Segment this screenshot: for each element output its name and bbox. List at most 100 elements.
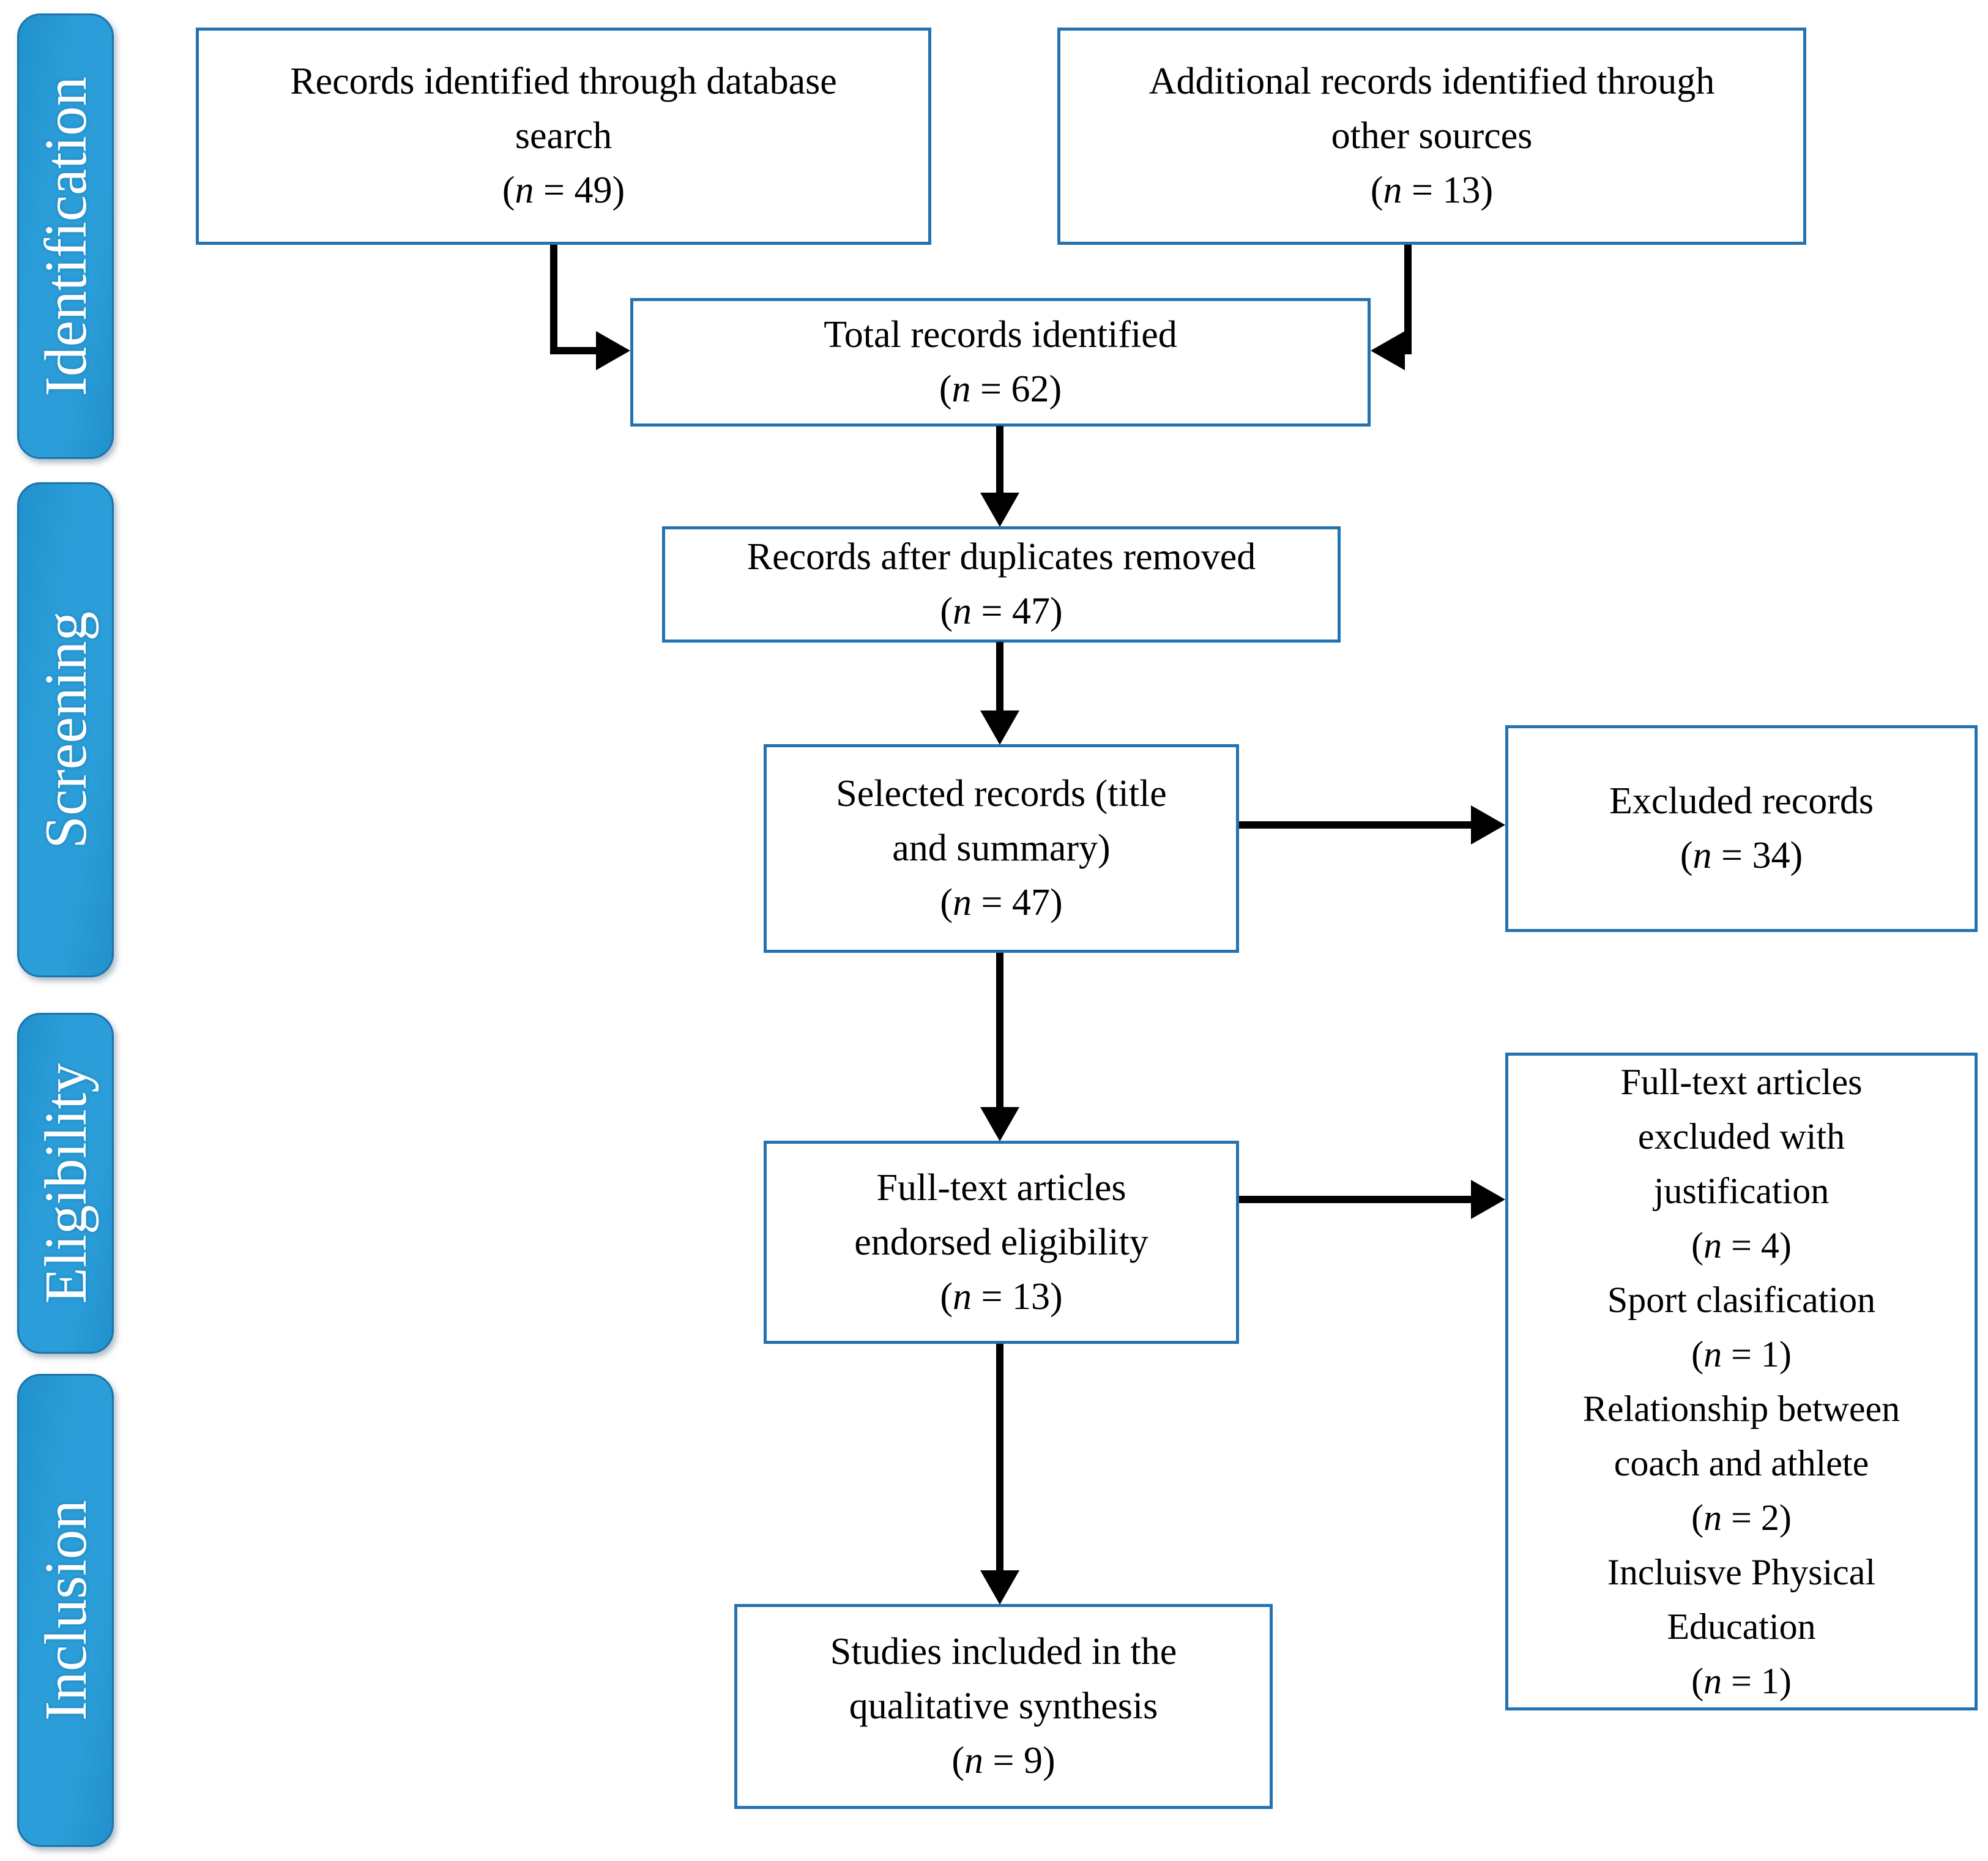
n-open: ( [951, 1740, 965, 1781]
sidebar-stage-screening: Screening [17, 482, 114, 977]
arrow-selected-to-excluded-line [1239, 821, 1473, 829]
arrowhead-down [980, 493, 1019, 527]
box-text-line: Full-text articles [1620, 1061, 1863, 1102]
box-text-line: Studies included in the [830, 1631, 1177, 1673]
n-count: (n = 62) [939, 362, 1062, 417]
n-open: ( [502, 170, 515, 211]
n-open: ( [1691, 1225, 1704, 1266]
box-text-line: Excluded records [1609, 780, 1874, 822]
arrow-fulltext-to-justification-line [1239, 1196, 1473, 1203]
n-open: ( [940, 591, 953, 632]
arrowhead-down [980, 710, 1019, 745]
n-rest: = 47) [972, 591, 1063, 632]
n-var: n [953, 882, 972, 923]
box-studies-included: Studies included in the qualitative synt… [734, 1604, 1273, 1809]
box-text-line: Relationship between [1582, 1388, 1901, 1429]
n-var: n [1383, 170, 1402, 211]
n-count: (n = 49) [502, 163, 625, 218]
box-text-line: Records identified through database [290, 61, 837, 102]
n-open: ( [940, 882, 953, 923]
arrowhead-down [980, 1107, 1019, 1141]
sidebar-stage-identification: Identification [17, 13, 114, 459]
n-var: n [1703, 1660, 1722, 1701]
n-count: (n = 47) [940, 876, 1062, 930]
n-count: (n = 47) [940, 584, 1062, 639]
arrow-fulltext-to-included-line [996, 1344, 1003, 1572]
n-var: n [964, 1740, 984, 1781]
arrowhead-right [1471, 805, 1505, 845]
box-text-line: Records after duplicates removed [746, 536, 1256, 578]
arrowhead-down [980, 1570, 1019, 1605]
n-rest: = 62) [970, 368, 1062, 410]
n-rest: = 1) [1722, 1333, 1792, 1374]
n-count: (n = 34) [1680, 829, 1803, 883]
arrow-other-to-total-line [1404, 245, 1412, 354]
box-text-line: coach and athlete [1614, 1442, 1869, 1483]
n-rest: = 47) [972, 882, 1063, 923]
n-var: n [1703, 1333, 1722, 1374]
box-text-line: justification [1653, 1170, 1830, 1211]
box-text-line: search [515, 115, 612, 157]
arrowhead-right [596, 331, 630, 370]
box-fulltext-eligibility: Full-text articles endorsed eligibility … [764, 1141, 1239, 1344]
box-duplicates-removed: Records after duplicates removed (n = 47… [662, 526, 1341, 643]
n-open: ( [1691, 1660, 1704, 1701]
box-excluded-records: Excluded records (n = 34) [1505, 725, 1978, 932]
sidebar-stage-eligibility: Eligibility [17, 1013, 114, 1354]
box-text-line: qualitative synthesis [849, 1685, 1158, 1727]
arrow-total-to-dedup-line [996, 426, 1003, 494]
box-text-line: endorsed eligibility [854, 1221, 1148, 1263]
n-open: ( [1691, 1333, 1704, 1374]
n-count: (n = 4) [1691, 1218, 1792, 1273]
box-database-records: Records identified through database sear… [196, 28, 931, 245]
n-rest: = 34) [1711, 835, 1803, 876]
arrowhead-right [1471, 1180, 1505, 1219]
arrow-database-to-total-line [550, 245, 557, 354]
n-rest: = 2) [1722, 1497, 1792, 1538]
n-rest: = 4) [1722, 1225, 1792, 1266]
stage-label: Eligibility [32, 1062, 99, 1304]
arrow-dedup-to-selected-line [996, 642, 1003, 712]
n-open: ( [939, 368, 952, 410]
stage-label: Inclusion [32, 1499, 99, 1721]
box-text-line: Education [1667, 1606, 1816, 1647]
n-count: (n = 2) [1691, 1491, 1792, 1545]
n-rest: = 13) [972, 1275, 1063, 1318]
n-var: n [1703, 1225, 1722, 1266]
n-rest: = 9) [983, 1740, 1055, 1781]
n-var: n [951, 368, 971, 410]
box-text-line: Selected records (title [836, 773, 1167, 815]
box-text-line: Total records identified [824, 314, 1177, 356]
box-total-records: Total records identified (n = 62) [630, 298, 1371, 427]
box-selected-records: Selected records (title and summary) (n … [764, 744, 1239, 953]
n-open: ( [1680, 835, 1693, 876]
n-rest: = 13) [1402, 170, 1494, 211]
sidebar-stage-inclusion: Inclusion [17, 1374, 114, 1847]
n-count: (n = 13) [1371, 163, 1493, 218]
n-count: (n = 1) [1691, 1654, 1792, 1709]
n-rest: = 49) [534, 170, 625, 211]
n-var: n [515, 170, 534, 211]
n-count: (n = 13) [940, 1270, 1062, 1324]
n-open: ( [940, 1275, 953, 1318]
box-text-line: excluded with [1637, 1116, 1845, 1157]
n-var: n [953, 591, 972, 632]
n-open: ( [1370, 170, 1383, 211]
box-text-line: Full-text articles [876, 1166, 1126, 1209]
n-var: n [953, 1275, 972, 1318]
arrow-database-to-total-line [550, 347, 598, 354]
box-text-line: Incluisve Physical [1607, 1551, 1876, 1592]
n-count: (n = 9) [951, 1734, 1055, 1788]
box-other-sources: Additional records identified through ot… [1057, 28, 1806, 245]
arrow-selected-to-fulltext-line [996, 953, 1003, 1109]
box-text-line: Additional records identified through [1148, 61, 1715, 102]
n-var: n [1692, 835, 1712, 876]
box-text-line: Sport clasification [1607, 1279, 1876, 1320]
n-rest: = 1) [1722, 1660, 1792, 1701]
arrowhead-left [1371, 331, 1405, 370]
n-var: n [1703, 1497, 1722, 1538]
box-text-line: other sources [1331, 115, 1533, 157]
stage-label: Identification [32, 76, 99, 397]
n-open: ( [1691, 1497, 1704, 1538]
